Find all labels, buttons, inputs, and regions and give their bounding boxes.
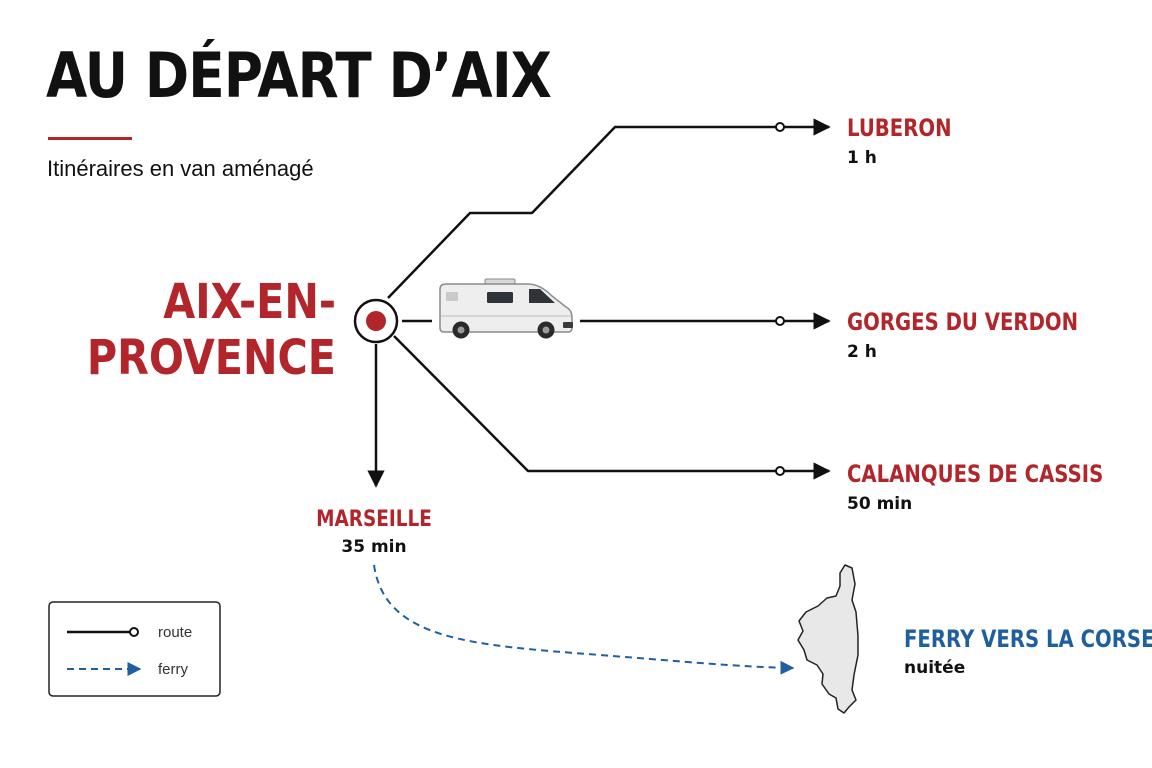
destination-cassis-name: CALANQUES DE CASSIS [847, 461, 1103, 488]
legend: route ferry [48, 601, 221, 697]
route-cassis [393, 335, 777, 473]
ferry-destination-name: FERRY VERS LA CORSE [904, 626, 1152, 653]
page-subtitle: Itinéraires en van aménagé [47, 156, 314, 181]
destination-luberon-time: 1 h [847, 148, 877, 168]
route-luberon [387, 125, 777, 299]
legend-ferry-label: ferry [158, 661, 189, 678]
corsica-island-icon [797, 564, 859, 714]
ferry-destination-note: nuitée [904, 658, 965, 678]
legend-route-node [129, 627, 139, 637]
route-luberon-node [775, 122, 785, 132]
destination-verdon-name: GORGES DU VERDON [847, 309, 1078, 336]
destination-verdon-time: 2 h [847, 342, 877, 362]
destination-luberon-name: LUBERON [847, 115, 952, 142]
legend-box [48, 601, 221, 697]
destination-marseille-name: MARSEILLE [316, 505, 432, 531]
destination-cassis-time: 50 min [847, 494, 912, 514]
route-verdon-node [775, 316, 785, 326]
route-cassis-node [775, 466, 785, 476]
page-title: AU DÉPART D’AIX [46, 39, 552, 112]
origin-marker-icon [353, 298, 399, 344]
destination-marseille-time: 35 min [341, 537, 406, 557]
ferry-route [373, 564, 795, 675]
campervan-icon [439, 278, 573, 339]
origin-label-line2: PROVENCE [87, 329, 336, 386]
legend-route-label: route [158, 624, 192, 641]
origin-label-line1: AIX-EN- [163, 273, 336, 330]
title-underline [48, 137, 132, 140]
